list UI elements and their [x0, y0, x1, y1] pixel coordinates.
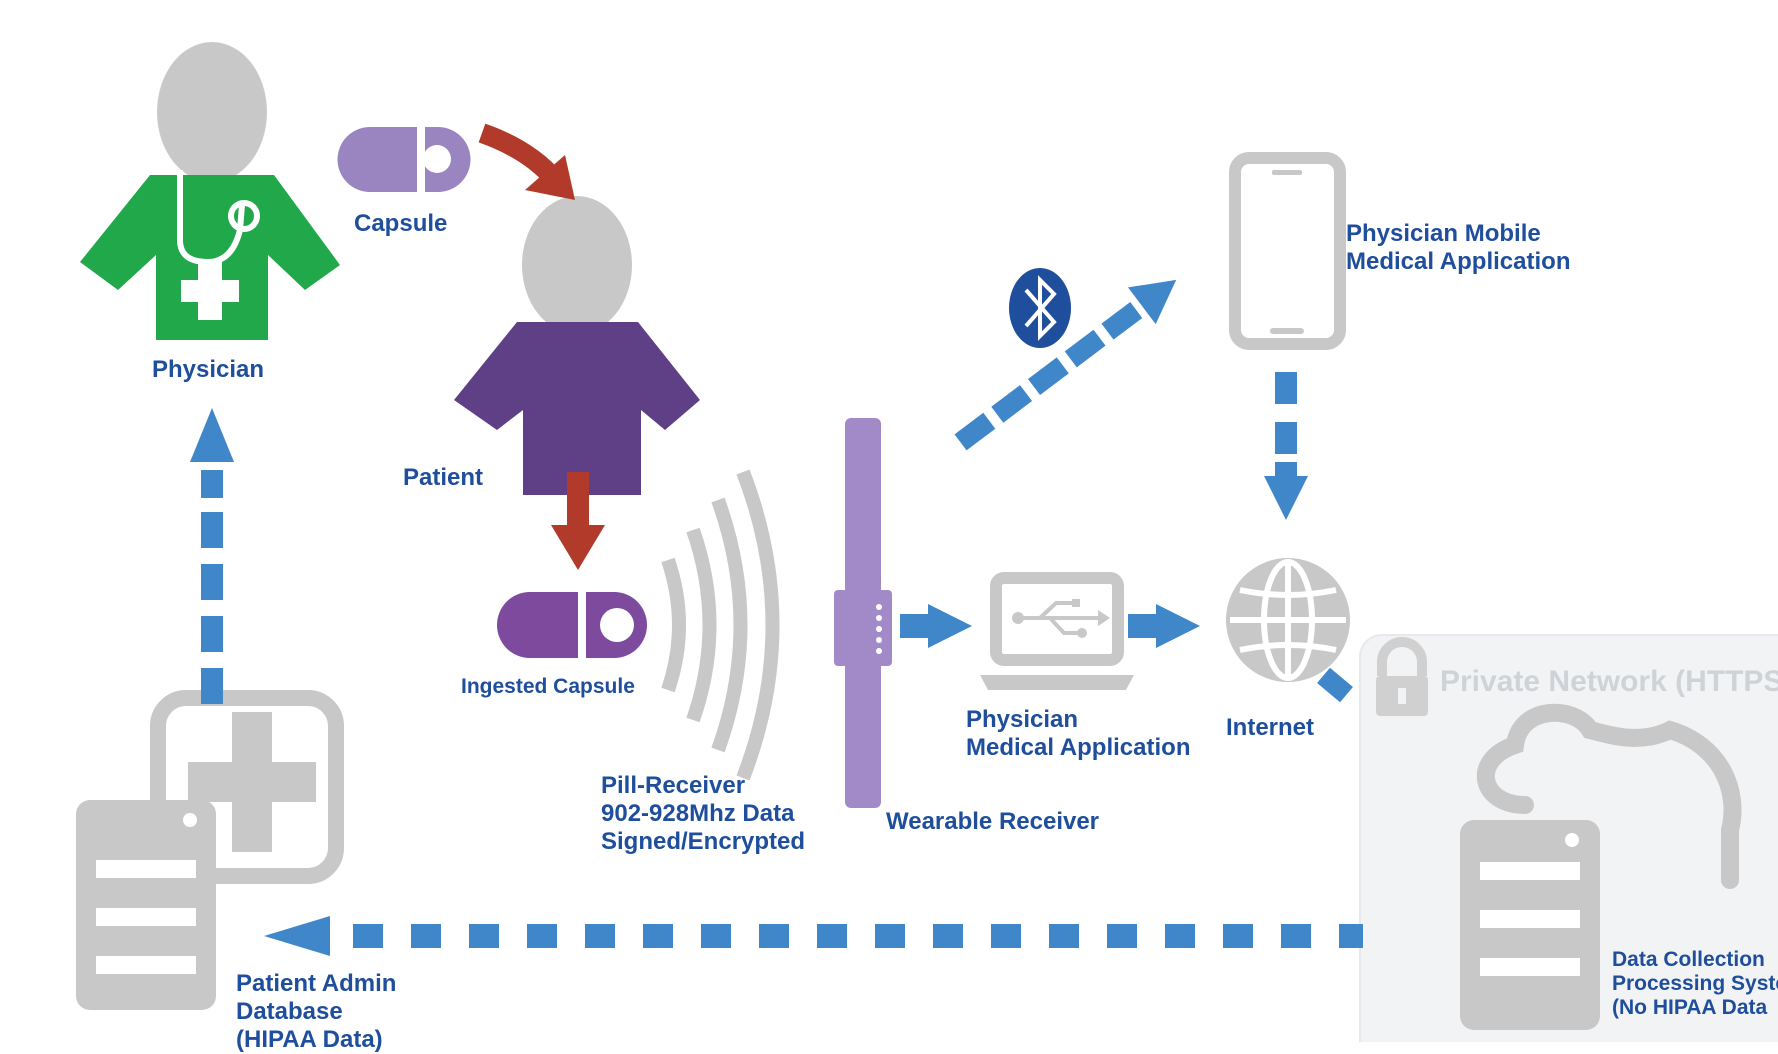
patient-admin-db-label: Patient Admin Database (HIPAA Data)	[236, 970, 396, 1054]
pill-receiver-label: Pill-Receiver 902-928Mhz Data Signed/Enc…	[601, 772, 805, 856]
arrow-db-to-physician	[190, 408, 234, 704]
data-collection-line-2: Processing Syste	[1612, 972, 1778, 995]
physician-mobile-app-label: Physician Mobile Medical Application	[1346, 220, 1570, 276]
patient-admin-db-line-2: Database	[236, 998, 343, 1025]
physician-medical-app-label: Physician Medical Application	[966, 706, 1190, 762]
wearable-receiver-label: Wearable Receiver	[886, 808, 1100, 835]
data-collection-line-1: Data Collection	[1612, 948, 1765, 971]
physician-mobile-app-line-1: Physician Mobile	[1346, 220, 1541, 247]
dashed-arrows	[190, 279, 1363, 956]
data-collection-label: Data Collection Processing Syste (No HIP…	[1612, 948, 1778, 1020]
mobile-phone-icon	[1229, 152, 1346, 350]
arrow-phone-to-internet	[1264, 372, 1308, 520]
signal-waves-icon	[661, 469, 780, 781]
physician-mobile-app-line-2: Medical Application	[1346, 248, 1571, 275]
private-network-title: Private Network (HTTPS	[1440, 665, 1778, 698]
pill-receiver-line-2: 902-928Mhz Data	[601, 800, 795, 827]
capsule-icon	[337, 127, 471, 192]
patient-admin-db-line-3: (HIPAA Data)	[236, 1026, 383, 1053]
ingested-capsule-icon	[497, 592, 647, 658]
patient-admin-db-line-1: Patient Admin	[236, 970, 397, 997]
internet-label: Internet	[1226, 714, 1315, 741]
patient-icon	[454, 196, 700, 495]
globe-icon	[1226, 558, 1350, 682]
physician-icon	[80, 42, 340, 340]
laptop-usb-icon	[980, 572, 1134, 690]
bluetooth-icon	[1009, 268, 1071, 348]
physician-label: Physician	[152, 356, 265, 383]
arrow-internet-to-network	[1317, 667, 1353, 703]
pill-receiver-line-1: Pill-Receiver	[601, 772, 746, 799]
red-arrows	[478, 123, 605, 570]
physician-medical-app-line-1: Physician	[966, 706, 1079, 733]
server-icon	[1460, 820, 1600, 1030]
lock-icon	[1376, 637, 1428, 716]
pill-receiver-line-3: Signed/Encrypted	[601, 828, 806, 855]
data-collection-line-3: (No HIPAA Data	[1612, 996, 1768, 1019]
arrow-wearable-to-phone	[954, 279, 1177, 451]
arrow-wearable-to-laptop	[900, 604, 972, 648]
wearable-receiver-icon	[834, 418, 892, 808]
ingested-capsule-label: Ingested Capsule	[461, 675, 635, 698]
patient-label: Patient	[403, 464, 484, 491]
arrow-network-to-db	[264, 916, 1363, 956]
medical-database-icon	[76, 690, 344, 1010]
physician-medical-app-line-2: Medical Application	[966, 734, 1191, 761]
arrow-laptop-to-internet	[1128, 604, 1200, 648]
capsule-label: Capsule	[354, 210, 448, 237]
cloud-icon	[1476, 703, 1742, 889]
